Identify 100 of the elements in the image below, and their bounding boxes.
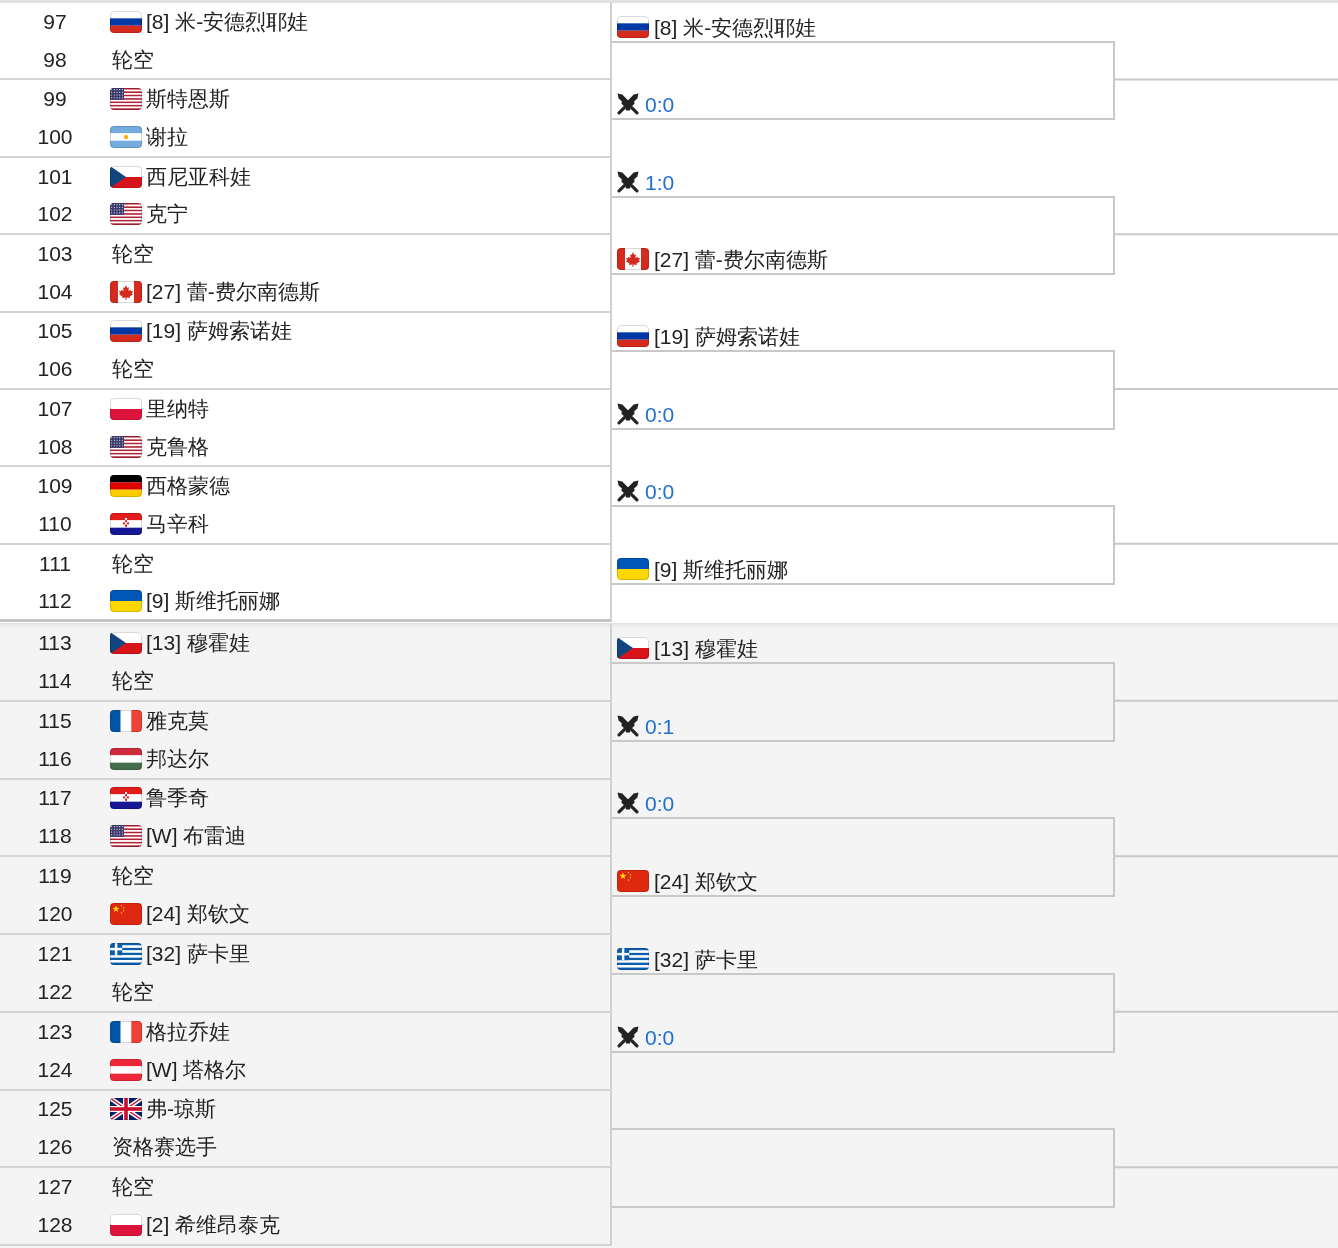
- player-name: 鲁季奇: [146, 786, 209, 811]
- bracket-line: [1113, 1128, 1115, 1169]
- draw-number: 99: [43, 87, 67, 112]
- player-name: [27] 蕾-费尔南德斯: [146, 279, 320, 304]
- player-name: [19] 萨姆索诺娃: [654, 325, 800, 350]
- bracket-slot: [612, 867, 1115, 898]
- match-box: [0, 624, 612, 702]
- draw-number: 115: [38, 708, 72, 733]
- bracket-line: [1113, 1166, 1338, 1169]
- match-box: [0, 1012, 612, 1091]
- match-box: [0, 779, 612, 858]
- draw-number: 100: [37, 124, 73, 149]
- player-name: [9] 斯维托丽娜: [146, 589, 281, 614]
- player-name: 轮空: [112, 242, 154, 267]
- player-name: [24] 郑钦文: [654, 870, 758, 895]
- player-name: 斯特恩斯: [146, 87, 230, 112]
- draw-number: 119: [38, 864, 72, 889]
- player-name: 轮空: [112, 551, 154, 576]
- match-box: [0, 390, 612, 468]
- match-box: [0, 3, 612, 81]
- match-box: [0, 312, 612, 390]
- player-name: [32] 萨卡里: [146, 941, 250, 966]
- bracket-line: [1113, 661, 1115, 702]
- draw-number: 110: [38, 511, 72, 536]
- match-score: 1:0: [645, 170, 675, 195]
- draw-number: 113: [38, 630, 72, 655]
- player-name: 雅克莫: [146, 708, 209, 733]
- bracket-line: [1113, 1010, 1115, 1053]
- draw-number: 121: [37, 941, 73, 966]
- bracket-line: [1113, 855, 1115, 898]
- player-name: [W] 塔格尔: [146, 1057, 247, 1082]
- bracket-line: [1113, 78, 1338, 81]
- bracket-line: [1113, 350, 1115, 390]
- bracket-line: [1113, 542, 1115, 585]
- match-box: [0, 235, 612, 313]
- bracket-slot: [612, 1206, 1115, 1209]
- bracket-line: [1113, 388, 1338, 390]
- player-name: 轮空: [112, 1175, 154, 1200]
- bracket-line: [1113, 388, 1115, 430]
- player-name: 弗-琼斯: [146, 1097, 216, 1122]
- player-name: 轮空: [112, 357, 154, 382]
- bracket-line: [1113, 78, 1115, 121]
- player-name: 克宁: [146, 202, 188, 227]
- draw-number: 98: [43, 47, 67, 72]
- player-name: 谢拉: [146, 124, 188, 149]
- bracket-line: [1113, 233, 1115, 275]
- match-box: [0, 467, 612, 545]
- draw-number: 124: [37, 1057, 73, 1082]
- player-name: [13] 穆霍娃: [654, 636, 758, 661]
- bracket-slot: [612, 1128, 1115, 1131]
- match-box: [0, 1168, 612, 1246]
- draw-number: 125: [37, 1097, 73, 1122]
- match-box: [0, 1090, 612, 1169]
- draw-number: 103: [37, 242, 73, 267]
- draw-number: 111: [39, 551, 71, 576]
- player-name: [32] 萨卡里: [654, 947, 758, 972]
- match-score: 0:0: [645, 792, 675, 817]
- bracket-line: [1113, 195, 1115, 236]
- bracket-line: [1113, 542, 1338, 545]
- draw-number: 114: [38, 668, 72, 693]
- player-name: 格拉乔娃: [146, 1019, 230, 1044]
- match-box: [0, 80, 612, 158]
- player-name: 轮空: [112, 47, 154, 72]
- player-name: [8] 米-安德烈耶娃: [654, 15, 817, 40]
- draw-number: 108: [37, 434, 73, 459]
- draw-number: 107: [37, 396, 73, 421]
- draw-number: 128: [37, 1213, 73, 1238]
- match-box: [0, 935, 612, 1013]
- match-box: [0, 544, 612, 623]
- bracket-line: [1113, 233, 1338, 236]
- draw-number: 123: [37, 1019, 73, 1044]
- player-name: 轮空: [112, 979, 154, 1004]
- player-name: 马辛科: [146, 511, 209, 536]
- draw-number: 112: [38, 589, 72, 614]
- bracket-line: [1113, 972, 1115, 1013]
- player-name: 轮空: [112, 864, 154, 889]
- draw-number: 118: [38, 824, 72, 849]
- match-score: 0:0: [645, 1025, 675, 1050]
- draw-number: 127: [37, 1175, 73, 1200]
- player-name: [2] 希维昂泰克: [146, 1213, 281, 1238]
- player-name: 西尼亚科娃: [146, 164, 251, 189]
- draw-number: 101: [37, 164, 73, 189]
- draw-number: 116: [38, 746, 72, 771]
- draw-number: 109: [37, 474, 73, 499]
- player-name: 资格赛选手: [112, 1135, 217, 1160]
- match-score: 0:0: [645, 93, 675, 118]
- match-box: [0, 157, 612, 236]
- bracket-line: [1113, 1166, 1115, 1209]
- player-name: 里纳特: [146, 396, 209, 421]
- draw-number: 105: [37, 319, 73, 344]
- bracket-slot: [612, 322, 1115, 353]
- draw-number: 97: [43, 9, 67, 34]
- draw-number: 117: [38, 786, 72, 811]
- draw-number: 126: [37, 1135, 73, 1160]
- bracket-line: [1113, 699, 1338, 702]
- player-name: 西格蒙德: [146, 474, 230, 499]
- player-name: [19] 萨姆索诺娃: [146, 319, 292, 344]
- match-box: [0, 701, 612, 780]
- player-name: [27] 蕾-费尔南德斯: [654, 247, 828, 272]
- player-name: 克鲁格: [146, 434, 209, 459]
